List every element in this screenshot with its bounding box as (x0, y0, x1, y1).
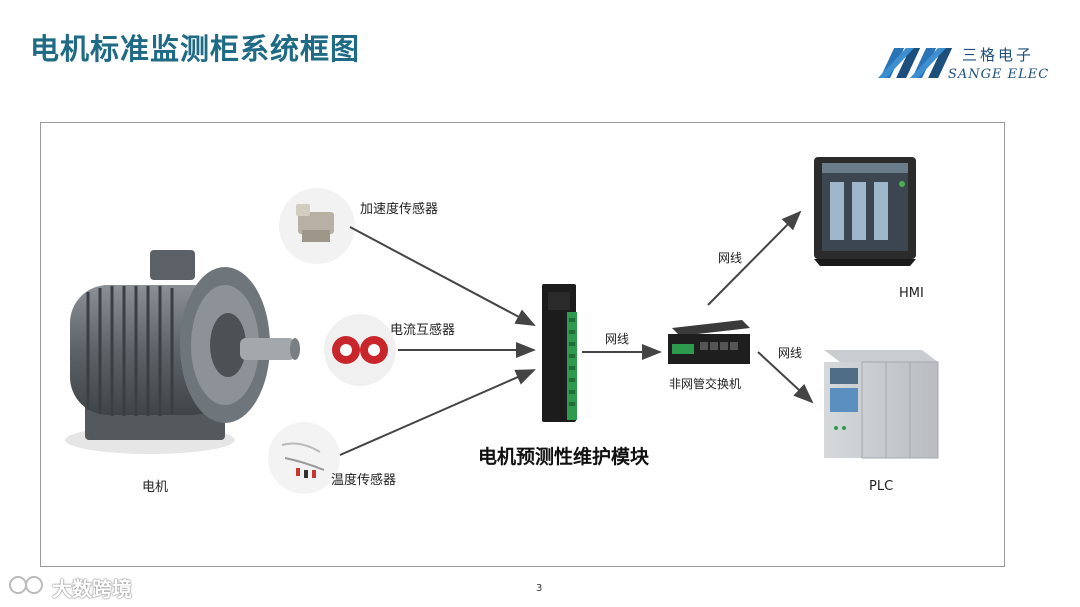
watermark-logo-icon (8, 572, 50, 598)
module-label: 电机预测性维护模块 (478, 445, 650, 468)
current-label: 电流互感器 (390, 322, 455, 338)
hmi-label: HMI (899, 286, 924, 301)
plc-label: PLC (869, 479, 893, 494)
switch-image (668, 320, 750, 364)
current-transformer-image (324, 314, 396, 386)
predictive-module-image (542, 284, 577, 422)
accel-label: 加速度传感器 (360, 201, 438, 217)
cable-label-3: 网线 (778, 346, 802, 360)
cable-label-2: 网线 (718, 251, 742, 265)
temp-label: 温度传感器 (331, 472, 396, 488)
motor-label: 电机 (142, 480, 168, 495)
accelerometer-image (279, 188, 355, 264)
watermark: 大数跨境 (52, 573, 132, 602)
switch-label: 非网管交换机 (669, 376, 741, 391)
cable-label-1: 网线 (605, 332, 629, 346)
temperature-sensor-image (268, 422, 340, 494)
hmi-image (814, 157, 916, 266)
page-number: 3 (536, 583, 542, 594)
motor-image (65, 250, 300, 454)
plc-image (824, 350, 938, 458)
arrow-accel-to-module (350, 227, 534, 325)
